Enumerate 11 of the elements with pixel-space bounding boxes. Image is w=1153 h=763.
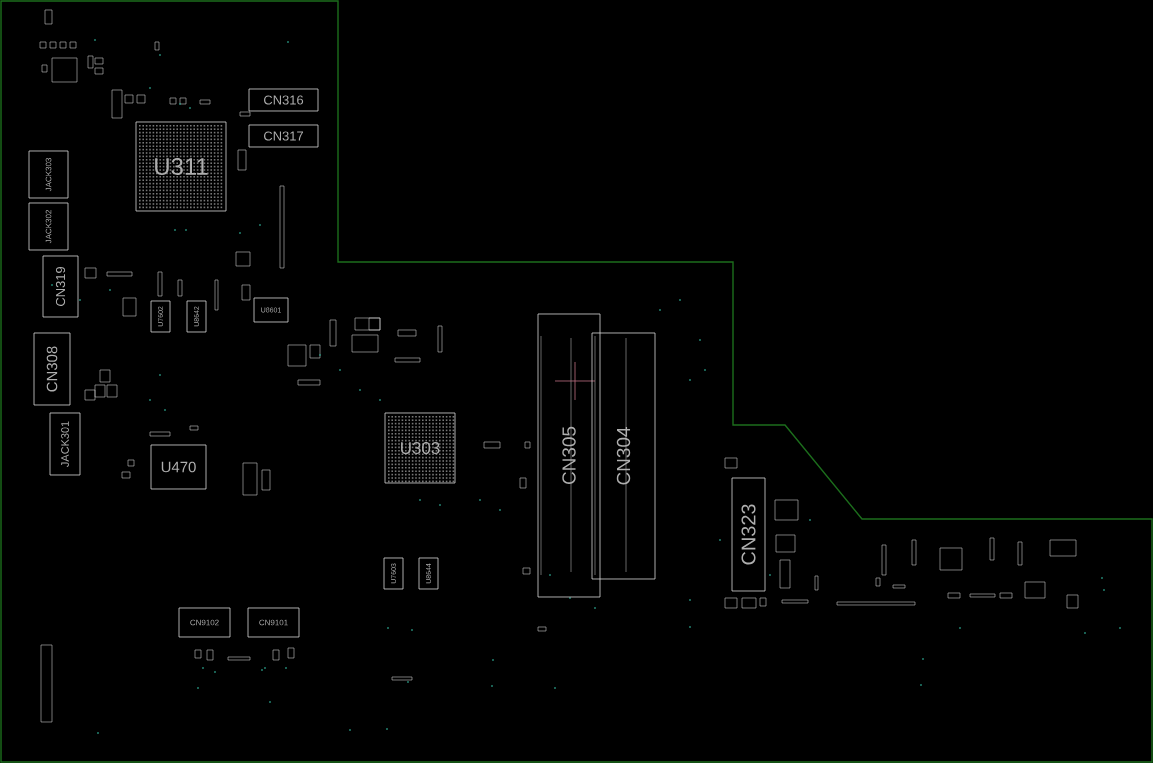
connector-outline: CN323 <box>731 477 766 592</box>
connector-outline: CN308 <box>33 332 71 406</box>
connector-outline: CN305 <box>537 313 601 598</box>
connector-outline: CN304 <box>591 332 656 580</box>
connector-outline: CN316 <box>248 88 319 112</box>
chip-outline: U470 <box>150 444 207 490</box>
connector-outline: CN319 <box>42 255 79 318</box>
jack-outline: JACK301 <box>49 412 81 476</box>
chip-outline: U303 <box>384 412 456 484</box>
connector-outline: CN317 <box>248 124 319 148</box>
chip-outline: U311 <box>135 121 227 212</box>
